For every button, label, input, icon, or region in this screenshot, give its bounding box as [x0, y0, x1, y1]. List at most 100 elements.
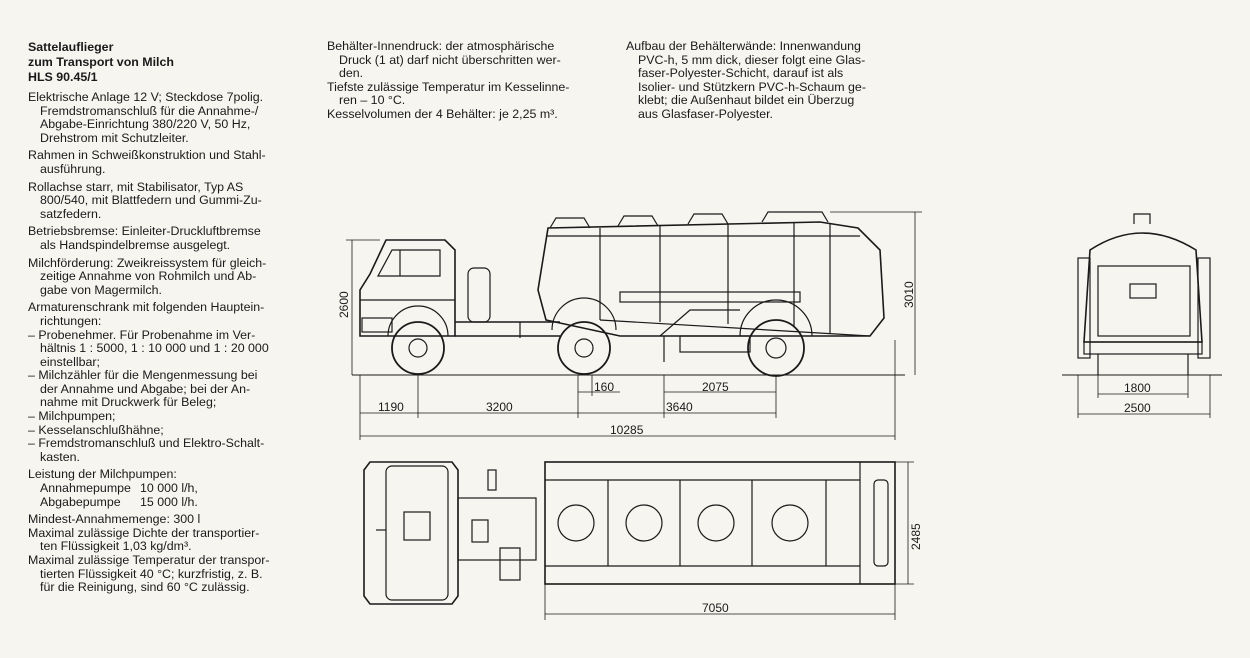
title-line-3: HLS 90.45/1 — [28, 70, 98, 84]
text-line: Armaturenschrank mit folgenden Hauptein- — [28, 300, 265, 315]
text-line: Abgabe-Einrichtung 380/220 V, 50 Hz, — [40, 117, 251, 132]
dome-hatch — [697, 504, 735, 542]
dash: – — [28, 436, 35, 451]
dim-2075: 2075 — [702, 380, 729, 394]
text-line: Fremdstromanschluß für die Annahme-/ — [40, 103, 259, 118]
text-line: faser-Polyester-Schicht, darauf ist als — [638, 66, 844, 81]
text-line: Milchzähler für die Mengenmessung bei — [38, 368, 258, 383]
dome-hatch — [771, 504, 809, 542]
text-line: Aufbau der Behälterwände: Innenwandung — [626, 39, 861, 53]
dash: – — [28, 327, 35, 342]
text-line: ausführung. — [40, 161, 106, 176]
text-line: 800/540, mit Blattfedern und Gummi-Zu- — [40, 193, 262, 208]
electrical-spec: Elektrische Anlage 12 V; Steckdose 7poli… — [28, 90, 310, 145]
walls-spec: Aufbau der Behälterwände: Innenwandung P… — [626, 39, 904, 122]
spec-column-right: Aufbau der Behälterwände: Innenwandung P… — [626, 39, 904, 122]
axle-spec: Rollachse starr, mit Stabilisator, Typ A… — [28, 179, 310, 222]
text-line: Milchförderung: Zweikreissystem für glei… — [28, 255, 267, 270]
text-line: als Handspindelbremse ausgelegt. — [40, 237, 231, 252]
text-line: Behälter-Innendruck: der atmosphärische — [327, 39, 555, 53]
dash: – — [28, 409, 35, 424]
wheel — [557, 321, 611, 375]
text-line: der Annahme und Abgabe; bei der An- — [40, 381, 251, 396]
text-line: ren – 10 °C. — [339, 93, 406, 108]
text-line: Drehstrom mit Schutzleiter. — [40, 130, 189, 145]
lowest-temp-spec: Tiefste zulässige Temperatur im Kesselin… — [327, 79, 610, 108]
dim-1190: 1190 — [378, 400, 404, 414]
text-line: aus Glasfaser-Polyester. — [638, 106, 773, 121]
text-line: den. — [339, 66, 364, 81]
text-line: Tiefste zulässige Temperatur im Kesselin… — [327, 79, 570, 94]
side-view — [346, 211, 922, 440]
text-line: Rahmen in Schweißkonstruktion und Stahl- — [28, 148, 266, 163]
list-item: – Milchpumpen; — [28, 409, 310, 424]
pump-value: 15 000 l/h. — [140, 494, 198, 509]
dimension-labels: 2600 3010 160 2075 1190 3200 3640 10285 … — [337, 281, 1151, 615]
list-item: – Probenehmer. Für Probenahme im Ver- hä… — [28, 327, 310, 370]
dim-length-total: 10285 — [610, 423, 644, 437]
text-line: Probenehmer. Für Probenahme im Ver- — [38, 327, 256, 342]
pump-row: Abgabepumpe 15 000 l/h. — [28, 494, 310, 510]
brake-spec: Betriebsbremse: Einleiter-Druckluftbrems… — [28, 225, 310, 252]
pressure-spec: Behälter-Innendruck: der atmosphärische … — [327, 39, 610, 81]
dim-length-trailer: 7050 — [702, 601, 729, 615]
tank-body — [537, 221, 885, 337]
dim-160: 160 — [594, 380, 614, 394]
pump-value: 10 000 l/h, — [140, 481, 198, 496]
dim-track: 1800 — [1124, 381, 1151, 395]
dome-hatch — [625, 504, 663, 542]
wheel — [747, 319, 805, 377]
top-view — [363, 461, 914, 620]
text-line: klebt; die Außenhaut bildet ein Überzug — [638, 93, 855, 108]
text-line: einstellbar; — [40, 354, 100, 369]
min-intake: Mindest-Annahmemenge: 300 l — [28, 512, 201, 527]
dim-width-top: 2485 — [909, 523, 923, 550]
dash: – — [28, 422, 35, 437]
text-line: Rollachse starr, mit Stabilisator, Typ A… — [28, 179, 244, 194]
document-title: Sattelauflieger zum Transport von Milch … — [28, 40, 310, 85]
text-line: ten Flüssigkeit 1,03 kg/dm³. — [40, 539, 192, 554]
text-line: Isolier- und Stützkern PVC-h-Schaum ge- — [638, 79, 866, 94]
wheel — [391, 321, 445, 375]
spec-column-middle: Behälter-Innendruck: der atmosphärische … — [327, 39, 610, 122]
text-line: Druck (1 at) darf nicht überschritten we… — [339, 52, 561, 67]
dash: – — [28, 368, 35, 383]
title-line-2: zum Transport von Milch — [28, 55, 174, 69]
text-line: Maximal zulässige Temperatur der transpo… — [28, 553, 270, 567]
dim-3640: 3640 — [666, 400, 693, 414]
text-line: richtungen: — [40, 313, 102, 328]
text-line: Elektrische Anlage 12 V; Steckdose 7poli… — [28, 90, 264, 104]
list-item: – Kesselanschlußhähne; — [28, 422, 310, 438]
pump-row: Annahmepumpe 10 000 l/h, — [28, 481, 310, 496]
list-item: – Milchzähler für die Mengenmessung bei … — [28, 368, 310, 410]
text-line: Fremdstromanschluß und Elektro-Schalt- — [38, 436, 265, 451]
volume-spec: Kesselvolumen der 4 Behälter: je 2,25 m³… — [327, 106, 558, 121]
text-line: Betriebsbremse: Einleiter-Druckluftbrems… — [28, 224, 261, 239]
text-line: kasten. — [40, 449, 80, 464]
dim-3200: 3200 — [486, 400, 513, 414]
list-item: – Fremdstromanschluß und Elektro-Schalt-… — [28, 436, 310, 464]
text-line: gabe von Magermilch. — [40, 282, 162, 297]
tank-top — [544, 461, 896, 585]
text-line: tierten Flüssigkeit 40 °C; kurzfristig, … — [40, 566, 263, 581]
text-line: hältnis 1 : 5000, 1 : 10 000 und 1 : 20 … — [40, 341, 269, 356]
dim-width-rear: 2500 — [1124, 401, 1151, 415]
text-line: nahme mit Druckwerk für Beleg; — [40, 395, 217, 410]
spec-column-left: Sattelauflieger zum Transport von Milch … — [28, 40, 310, 595]
text-line: PVC-h, 5 mm dick, dieser folgt eine Glas… — [638, 52, 866, 67]
dome-hatch — [557, 504, 595, 542]
text-line: Leistung der Milchpumpen: — [28, 467, 177, 482]
pump-spec: Leistung der Milchpumpen: Annahmepumpe 1… — [28, 468, 310, 509]
dim-height-total: 3010 — [902, 281, 916, 308]
frame-spec: Rahmen in Schweißkonstruktion und Stahl-… — [28, 149, 310, 176]
text-line: Maximal zulässige Dichte der transportie… — [28, 525, 260, 540]
conveying-spec: Milchförderung: Zweikreissystem für glei… — [28, 255, 310, 298]
rear-view — [1062, 213, 1222, 418]
pump-label: Abgabepumpe — [40, 494, 121, 509]
cabinet-list: – Probenehmer. Für Probenahme im Ver- hä… — [28, 327, 310, 465]
title-line-1: Sattelauflieger — [28, 40, 114, 54]
pump-label: Annahmepumpe — [40, 481, 131, 496]
density-spec: Maximal zulässige Dichte der transportie… — [28, 525, 310, 554]
text-line: satzfedern. — [40, 206, 102, 221]
